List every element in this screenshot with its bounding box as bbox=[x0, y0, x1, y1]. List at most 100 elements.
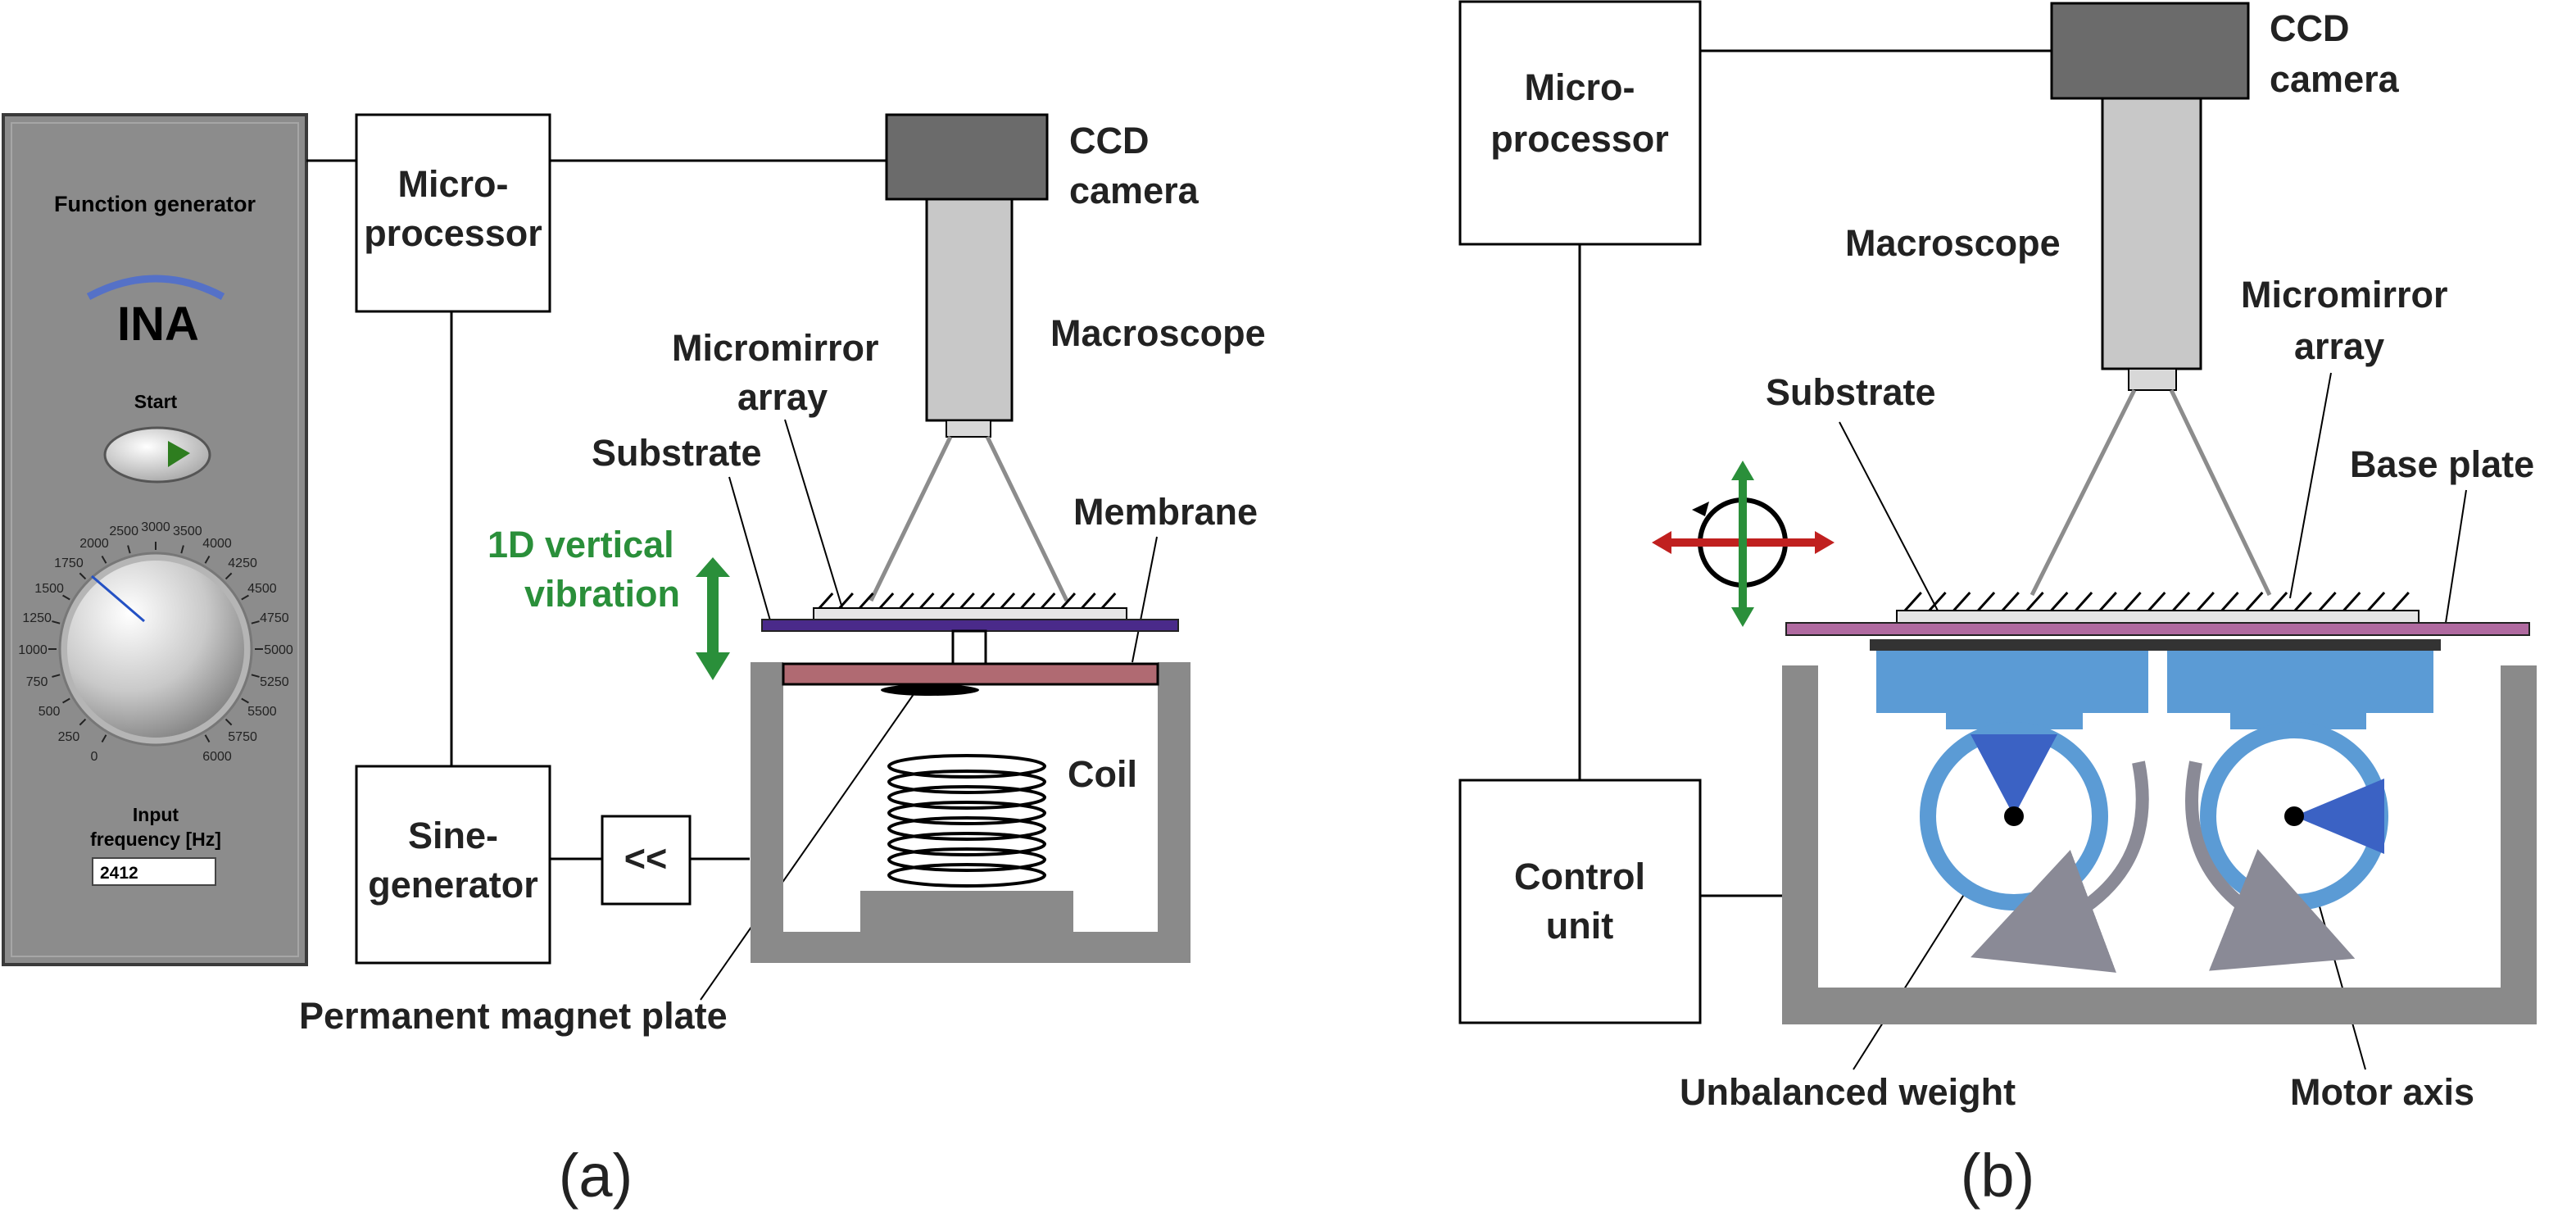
dial-tick bbox=[79, 572, 87, 580]
dial-tick-marks bbox=[48, 542, 263, 742]
dial-tick bbox=[127, 545, 131, 554]
panel-a-leader-lines bbox=[700, 419, 1158, 1001]
dial-tick bbox=[62, 594, 70, 601]
micromirror bbox=[2025, 591, 2044, 612]
panel-a-wires bbox=[306, 159, 887, 861]
micromirror bbox=[2342, 591, 2361, 612]
coil-turn bbox=[887, 847, 1046, 872]
micromirror bbox=[2220, 591, 2239, 612]
coil-base bbox=[860, 891, 1073, 932]
unbalanced-weight-right bbox=[2294, 779, 2384, 854]
micromirror bbox=[2245, 591, 2264, 612]
control-unit-box: Control unit bbox=[1458, 779, 1702, 1024]
dial-tick-label: 4500 bbox=[247, 582, 277, 596]
dial-tick-label: 5000 bbox=[264, 643, 293, 657]
dial-tick bbox=[79, 718, 87, 726]
micromirror bbox=[2147, 591, 2166, 612]
motor-mount-plate bbox=[1870, 639, 2441, 651]
micromirror bbox=[959, 592, 975, 610]
permanent-magnet-plate bbox=[881, 684, 979, 696]
micromirror bbox=[1000, 592, 1016, 610]
microprocessor-label-a-line1: Micro- bbox=[398, 163, 509, 205]
coil-turn bbox=[887, 770, 1046, 794]
motor-left bbox=[1876, 651, 2149, 973]
control-unit-label-line2: unit bbox=[1546, 905, 1613, 947]
substrate-a bbox=[761, 619, 1179, 632]
frequency-input-value: 2412 bbox=[100, 864, 138, 883]
input-frequency-label-line2: frequency [Hz] bbox=[90, 829, 221, 850]
dial-tick-label: 2500 bbox=[109, 524, 138, 538]
dial-tick bbox=[180, 545, 184, 554]
ina-logo-arc bbox=[86, 275, 225, 300]
micromirror bbox=[939, 592, 955, 610]
dial-tick bbox=[62, 697, 70, 704]
dial-tick-label: 3500 bbox=[173, 524, 202, 538]
dial-tick-label: 2000 bbox=[79, 537, 109, 551]
micromirror bbox=[1060, 592, 1077, 610]
micromirror bbox=[2172, 591, 2191, 612]
dial-tick-label: 3000 bbox=[141, 520, 170, 534]
start-button[interactable] bbox=[103, 426, 211, 484]
panel-b-wires bbox=[1578, 49, 2052, 897]
dial-tick-label: 500 bbox=[39, 705, 61, 719]
substrate-label-a: Substrate bbox=[592, 432, 762, 474]
dial-tick bbox=[204, 556, 211, 564]
panel-b: Micro- processor Control unit CCD camera… bbox=[1458, 0, 2537, 1113]
micromirror bbox=[1977, 591, 1996, 612]
dial-tick bbox=[52, 674, 61, 678]
motor-axis-label: Motor axis bbox=[2290, 1071, 2474, 1113]
control-unit-label-line1: Control bbox=[1514, 856, 1645, 897]
dial-tick-label: 1500 bbox=[34, 582, 64, 596]
dial-tick-label: 750 bbox=[26, 675, 48, 689]
ccd-camera-label-a-line1: CCD bbox=[1069, 120, 1150, 161]
micromirror bbox=[2050, 591, 2069, 612]
dial-tick bbox=[224, 718, 233, 726]
unbalanced-weight-label: Unbalanced weight bbox=[1680, 1071, 2016, 1113]
coil-turn bbox=[887, 832, 1046, 856]
function-generator-panel: Function generator INA Start 02505007501… bbox=[2, 113, 308, 966]
start-label: Start bbox=[134, 391, 178, 412]
permanent-magnet-plate-label: Permanent magnet plate bbox=[299, 995, 728, 1037]
ccd-camera-label-b-line2: camera bbox=[2270, 58, 2400, 100]
microprocessor-box-a: Micro- processor bbox=[355, 113, 551, 313]
motor-axis-left bbox=[2004, 806, 2024, 826]
dial-tick-label: 1250 bbox=[22, 611, 52, 625]
substrate-post bbox=[951, 629, 987, 665]
micromirror bbox=[859, 592, 874, 610]
micromirror bbox=[2367, 591, 2386, 612]
microprocessor-box-b: Micro- processor bbox=[1458, 0, 1702, 246]
coil-turn bbox=[887, 754, 1046, 779]
micromirror bbox=[1928, 591, 1947, 612]
micromirror bbox=[878, 592, 895, 610]
micromirror-array-b bbox=[1896, 591, 2420, 624]
ccd-camera-a bbox=[885, 113, 1049, 201]
ccd-camera-label-a-line2: camera bbox=[1069, 170, 1200, 211]
vertical-vibration-arrow bbox=[696, 557, 730, 680]
dial-tick-label: 4000 bbox=[202, 537, 232, 551]
dial-tick-label: 5250 bbox=[260, 675, 289, 689]
substrate-label-b: Substrate bbox=[1766, 371, 1936, 413]
micromirror bbox=[1081, 592, 1096, 610]
coil-turn bbox=[887, 863, 1046, 888]
frequency-input-field[interactable]: 2412 bbox=[92, 857, 216, 886]
dial-tick-label: 4750 bbox=[260, 611, 289, 625]
macroscope-label-a: Macroscope bbox=[1050, 312, 1266, 354]
micromirror-array-label-a-line1: Micromirror bbox=[672, 327, 879, 369]
dial-tick-label: 5500 bbox=[247, 705, 277, 719]
micromirror bbox=[2098, 591, 2117, 612]
microprocessor-label-b-line2: processor bbox=[1490, 118, 1669, 160]
micromirror bbox=[2196, 591, 2215, 612]
motor-axis-right bbox=[2284, 806, 2304, 826]
ccd-camera-label-b-line1: CCD bbox=[2270, 7, 2350, 49]
sine-generator-label-line2: generator bbox=[368, 864, 538, 906]
micromirror bbox=[838, 592, 854, 610]
micromirror-array-label-b-line1: Micromirror bbox=[2241, 274, 2448, 316]
coil-label: Coil bbox=[1068, 753, 1137, 795]
micromirror-array-label-b-line2: array bbox=[2294, 325, 2384, 367]
unbalanced-weight-left bbox=[1971, 734, 2057, 816]
micromirror-array-label-a-line2: array bbox=[737, 376, 828, 418]
micromirror bbox=[818, 592, 834, 610]
micromirror-array-a bbox=[813, 592, 1127, 620]
